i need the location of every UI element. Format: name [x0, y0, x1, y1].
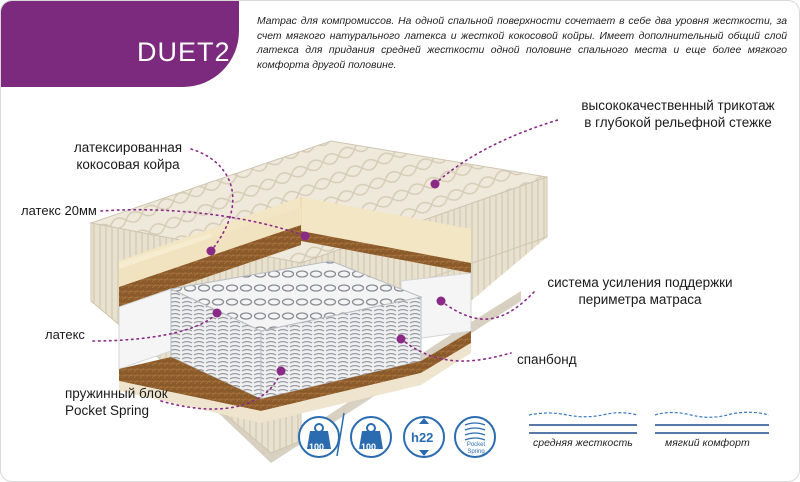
feature-badges: [298, 412, 496, 458]
callout-perimeter: система усиления поддержки периметра мат…: [547, 275, 733, 307]
brand-banner: [1, 1, 239, 87]
model-title: DUET2: [137, 37, 231, 67]
callout-coir: латексированная кокосовая койра: [73, 140, 183, 172]
callout-latex-20: латекс 20мм: [21, 203, 97, 218]
callout-spunbond: спанбонд: [517, 352, 577, 367]
badge-4-value: Pocket Spring: [466, 442, 486, 455]
comfort-legend: [528, 411, 770, 434]
callout-cover: высококачественный трикотаж в глубокой р…: [581, 98, 775, 130]
badge-1-value: 100: [309, 442, 325, 452]
legend-soft-comfort: мягкий комфорт: [665, 437, 750, 449]
product-description: Матрас для компромиссов. На одной спальн…: [257, 16, 787, 71]
badge-2-value: 100: [361, 442, 377, 452]
legend-medium-firmness: средняя жесткость: [533, 437, 633, 449]
badge-3-value: h22: [411, 430, 434, 445]
callout-latex: латекс: [45, 327, 85, 342]
callout-springs: пружинный блок Pocket Spring: [65, 386, 168, 418]
